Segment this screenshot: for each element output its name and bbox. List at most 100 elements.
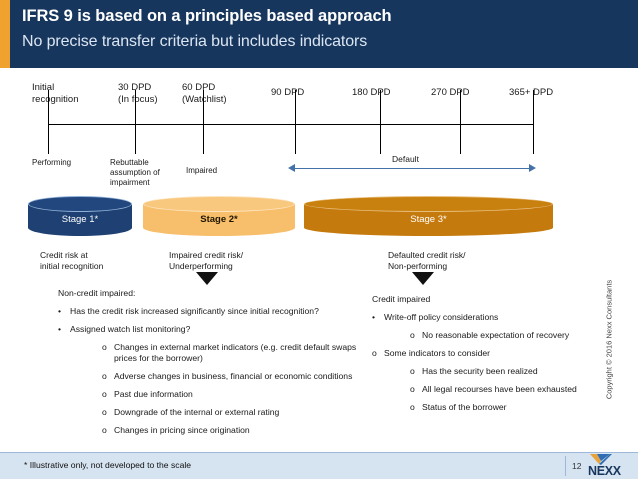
- timeline-label-180-dpd: 180 DPD: [352, 87, 391, 98]
- caption-line2: Non-performing: [388, 260, 448, 271]
- label-line1: 30 DPD: [118, 82, 152, 93]
- timeline-diagram: Initial recognition 30 DPD (In focus) 60…: [0, 68, 638, 198]
- page-subtitle: No precise transfer criteria but include…: [22, 33, 368, 50]
- circle-bullet-icon: o: [102, 425, 107, 435]
- nexx-logo: NEXX: [588, 454, 636, 479]
- phase-label-performing: Performing: [32, 158, 72, 167]
- list-item-text: Has the security been realized: [422, 366, 538, 376]
- timeline-label-270-dpd: 270 DPD: [431, 87, 470, 98]
- slide-header: IFRS 9 is based on a principles based ap…: [0, 0, 638, 68]
- phase-label-rebuttable: Rebuttable assumption of impairment: [110, 158, 160, 188]
- cylinder-top-ellipse: [143, 196, 295, 212]
- right-text-column: Credit impaired • Write-off policy consi…: [372, 294, 622, 420]
- label-line2: (Watchlist): [182, 93, 227, 105]
- stage-cylinder-3: Stage 3*: [304, 196, 553, 236]
- cylinder-top-ellipse: [304, 196, 553, 212]
- stage-1-label: Stage 1*: [61, 214, 99, 225]
- timeline-axis-line: [48, 124, 534, 125]
- label-line1: Rebuttable: [110, 158, 149, 167]
- caption-line1: Credit risk at: [40, 250, 88, 260]
- list-item-text: Downgrade of the internal or external ra…: [114, 407, 280, 417]
- caption-line2: Underperforming: [169, 260, 233, 271]
- list-item: o No reasonable expectation of recovery: [410, 330, 622, 341]
- label-line3: impairment: [110, 178, 150, 187]
- arrow-left-icon: [288, 164, 295, 172]
- down-triangle-icon-stage-3: [412, 272, 434, 285]
- list-item-text: Has the credit risk increased significan…: [70, 306, 319, 316]
- list-item: • Write-off policy considerations: [372, 312, 622, 323]
- label-line2: recognition: [32, 93, 79, 105]
- list-item-text: Some indicators to consider: [384, 348, 491, 358]
- bullet-icon: •: [58, 324, 62, 334]
- list-item: o Has the security been realized: [410, 366, 622, 377]
- label-line2: assumption of: [110, 168, 160, 177]
- arrow-right-icon: [529, 164, 536, 172]
- footer-note: * Illustrative only, not developed to th…: [24, 460, 192, 470]
- list-item: o All legal recourses have been exhauste…: [410, 384, 622, 395]
- list-item: o Adverse changes in business, financial…: [102, 371, 358, 382]
- list-item-text: Status of the borrower: [422, 402, 507, 412]
- left-text-column: Non-credit impaired: • Has the credit ri…: [58, 288, 358, 443]
- circle-bullet-icon: o: [410, 330, 415, 340]
- timeline-tick-2: [203, 90, 204, 154]
- circle-bullet-icon: o: [102, 407, 107, 417]
- circle-bullet-icon: o: [102, 371, 107, 381]
- list-item: • Assigned watch list monitoring?: [58, 324, 358, 335]
- default-span-line: [292, 168, 532, 169]
- label-line1: 60 DPD: [182, 82, 216, 93]
- copyright-text: Copyright © 2016 Nexx Consultants: [604, 279, 614, 400]
- slide-footer: * Illustrative only, not developed to th…: [0, 452, 638, 479]
- list-item: o Status of the borrower: [410, 402, 622, 413]
- timeline-label-30-dpd: 30 DPD (In focus): [118, 82, 158, 105]
- risk-caption-stage-2: Impaired credit risk/ Underperforming: [169, 250, 243, 271]
- list-item: o Some indicators to consider: [372, 348, 622, 359]
- circle-bullet-icon: o: [372, 348, 377, 358]
- risk-caption-stage-3: Defaulted credit risk/ Non-performing: [388, 250, 465, 271]
- circle-bullet-icon: o: [102, 389, 107, 399]
- bullet-icon: •: [58, 306, 62, 316]
- timeline-label-365-dpd: 365+ DPD: [509, 87, 554, 98]
- list-item: o Changes in external market indicators …: [102, 342, 358, 364]
- page-title: IFRS 9 is based on a principles based ap…: [22, 7, 392, 25]
- bullet-icon: •: [372, 312, 376, 322]
- phase-label-impaired: Impaired: [186, 166, 218, 175]
- stage-cylinder-1: Stage 1*: [28, 196, 132, 236]
- caption-line1: Impaired credit risk/: [169, 250, 244, 260]
- footer-divider: [565, 456, 566, 476]
- timeline-tick-6: [533, 90, 534, 154]
- default-span-label: Default: [392, 154, 419, 164]
- list-item-text: No reasonable expectation of recovery: [422, 330, 570, 340]
- header-accent-bar: [0, 0, 10, 68]
- circle-bullet-icon: o: [410, 384, 415, 394]
- circle-bullet-icon: o: [410, 366, 415, 376]
- list-item-text: Assigned watch list monitoring?: [70, 324, 191, 334]
- timeline-tick-1: [135, 90, 136, 154]
- stage-cylinder-2: Stage 2*: [143, 196, 295, 236]
- timeline-tick-5: [460, 90, 461, 154]
- timeline-tick-4: [380, 90, 381, 154]
- timeline-tick-3: [295, 90, 296, 154]
- list-item: o Changes in pricing since origination: [102, 425, 358, 436]
- down-triangle-icon-stage-2: [196, 272, 218, 285]
- timeline-label-initial-recognition: Initial recognition: [32, 82, 78, 105]
- circle-bullet-icon: o: [410, 402, 415, 412]
- list-item-text: All legal recourses have been exhausted: [422, 384, 577, 394]
- list-item: o Downgrade of the internal or external …: [102, 407, 358, 418]
- timeline-tick-0: [48, 90, 49, 154]
- checkmark-icon: [590, 454, 612, 465]
- timeline-label-90-dpd: 90 DPD: [271, 87, 305, 98]
- list-item: o Past due information: [102, 389, 358, 400]
- caption-line2: initial recognition: [40, 260, 104, 271]
- list-item: • Has the credit risk increased signific…: [58, 306, 358, 317]
- cylinder-top-ellipse: [28, 196, 132, 212]
- stage-3-label: Stage 3*: [410, 214, 447, 225]
- right-column-heading: Credit impaired: [372, 294, 431, 304]
- stage-2-label: Stage 2*: [200, 214, 238, 225]
- left-column-heading: Non-credit impaired:: [58, 288, 136, 298]
- list-item-text: Write-off policy considerations: [384, 312, 499, 322]
- list-item-text: Adverse changes in business, financial o…: [114, 371, 353, 381]
- list-item-text: Changes in external market indicators (e…: [114, 342, 357, 363]
- logo-wordmark: NEXX: [588, 464, 621, 478]
- list-item-text: Past due information: [114, 389, 193, 399]
- label-line2: (In focus): [118, 93, 158, 105]
